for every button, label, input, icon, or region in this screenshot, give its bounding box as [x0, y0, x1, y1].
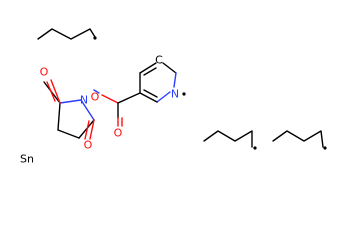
atom-labels: O N O O O C N Sn	[20, 54, 179, 166]
butyl-chain-left	[203, 130, 257, 150]
atom-nitrogen-succinimide: N	[80, 94, 88, 107]
ester-linkage	[93, 89, 141, 127]
atom-tin: Sn	[20, 153, 34, 166]
atom-oxygen-ester: O	[91, 91, 100, 104]
radical-dot	[93, 36, 97, 40]
radical-dot	[323, 146, 327, 150]
atom-oxygen-bottom: O	[84, 139, 93, 152]
butyl-chain-right	[272, 130, 327, 150]
succinimide-ring	[43, 79, 95, 140]
pyridine-ring	[139, 62, 186, 103]
chemical-structure: O N O O O C N Sn	[20, 28, 327, 166]
atom-carbon-radical: C	[155, 54, 163, 67]
atom-nitrogen-pyridine: N	[171, 88, 179, 101]
butyl-chain-top	[37, 28, 97, 40]
radical-dot	[253, 146, 257, 150]
radical-dot	[182, 92, 186, 96]
atom-oxygen-carbonyl: O	[114, 127, 123, 140]
atom-oxygen-top: O	[40, 66, 49, 79]
